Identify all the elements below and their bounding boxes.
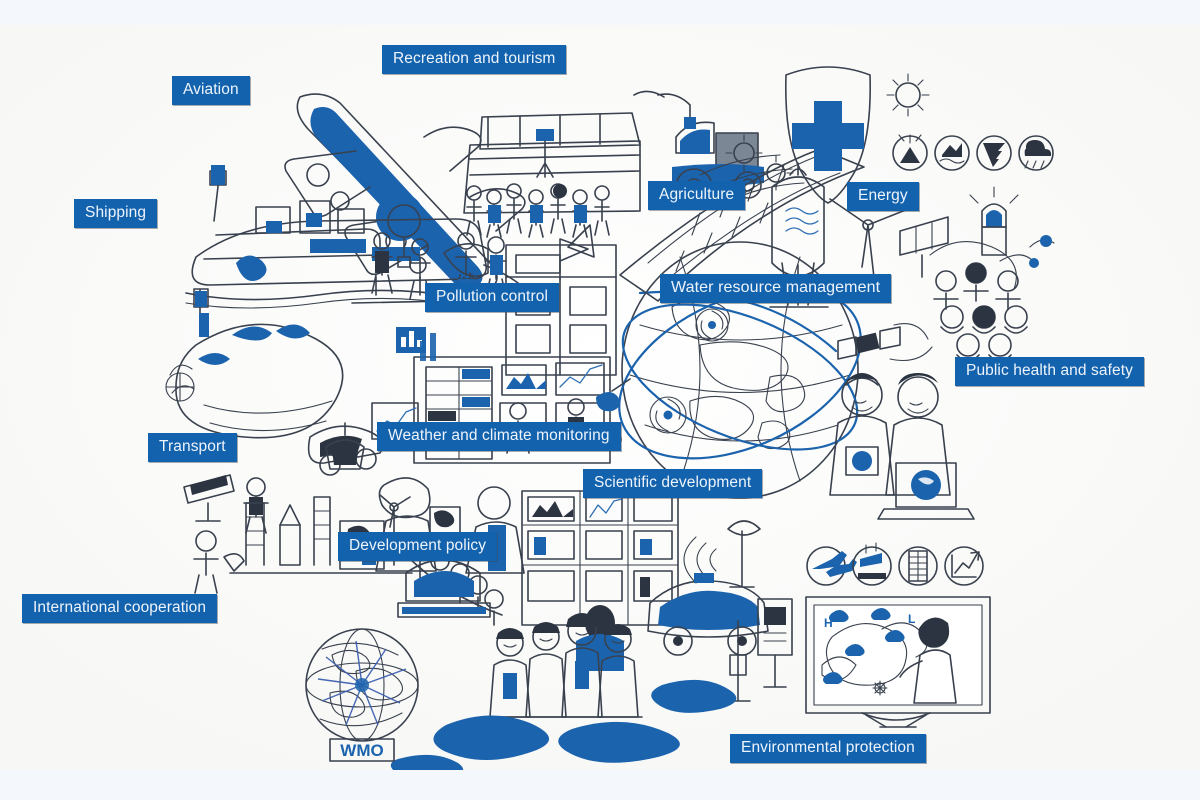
medical-shield <box>785 66 871 204</box>
airplane-icon <box>806 546 857 586</box>
connected-people <box>929 235 1055 362</box>
label-agriculture[interactable]: Agriculture <box>648 181 746 210</box>
weather-balloon <box>387 204 421 268</box>
page-bottom-band <box>0 770 1200 800</box>
roadside-cabinet <box>757 598 793 688</box>
emergency-vehicle <box>647 573 769 656</box>
label-environmental[interactable]: Environmental protection <box>730 734 926 763</box>
water-bodies <box>390 679 737 770</box>
solar-panels <box>899 216 949 278</box>
page-top-band <box>0 0 1200 25</box>
desert-scene <box>165 288 344 439</box>
building-icon <box>898 546 938 586</box>
hazard-icon-row <box>892 134 1054 171</box>
port-icon <box>852 542 892 586</box>
worker-team <box>489 613 643 718</box>
label-energy[interactable]: Energy <box>847 182 919 211</box>
label-development-policy[interactable]: Development policy <box>338 532 498 561</box>
satellite <box>837 323 933 362</box>
stadium-crowd <box>463 112 641 280</box>
label-international-coop[interactable]: International cooperation <box>22 594 218 623</box>
cyclone-symbol <box>695 308 729 342</box>
label-shipping[interactable]: Shipping <box>74 199 158 228</box>
forecast-television: H L <box>805 596 991 728</box>
storm-icon <box>1018 135 1054 171</box>
research-team <box>829 373 975 520</box>
label-transport[interactable]: Transport <box>148 433 237 462</box>
label-recreation-tourism[interactable]: Recreation and tourism <box>382 45 567 74</box>
crowd <box>466 183 610 238</box>
label-scientific-dev[interactable]: Scientific development <box>583 469 763 498</box>
label-water-resource[interactable]: Water resource management <box>660 274 892 303</box>
virus-particles <box>725 73 930 191</box>
camera-operator <box>536 129 554 178</box>
tv-high-symbol: H <box>824 616 833 630</box>
wmo-globe-logo: WMO <box>305 628 419 762</box>
cyclone-symbol-2 <box>649 396 687 434</box>
label-aviation[interactable]: Aviation <box>172 76 250 105</box>
volcano-icon <box>892 134 928 171</box>
label-public-health[interactable]: Public health and safety <box>955 357 1144 386</box>
flood-icon <box>934 135 970 171</box>
small-bar-icons <box>420 333 436 361</box>
tv-low-symbol: L <box>908 612 915 626</box>
wmo-logo-text: WMO <box>340 741 383 760</box>
illustration-artwork: .ln{fill:none;stroke:#39414e;stroke-widt… <box>0 25 1200 770</box>
tornado-icon <box>976 135 1012 171</box>
ocean-buoy <box>325 422 365 470</box>
trend-chart-icon <box>944 546 984 586</box>
infographic-canvas: .ln{fill:none;stroke:#39414e;stroke-widt… <box>0 25 1200 770</box>
label-weather-climate[interactable]: Weather and climate monitoring <box>377 422 621 451</box>
telescope <box>183 474 235 522</box>
label-pollution-control[interactable]: Pollution control <box>425 283 559 312</box>
cruise-ship <box>185 165 487 309</box>
sector-icon-row <box>806 542 984 586</box>
